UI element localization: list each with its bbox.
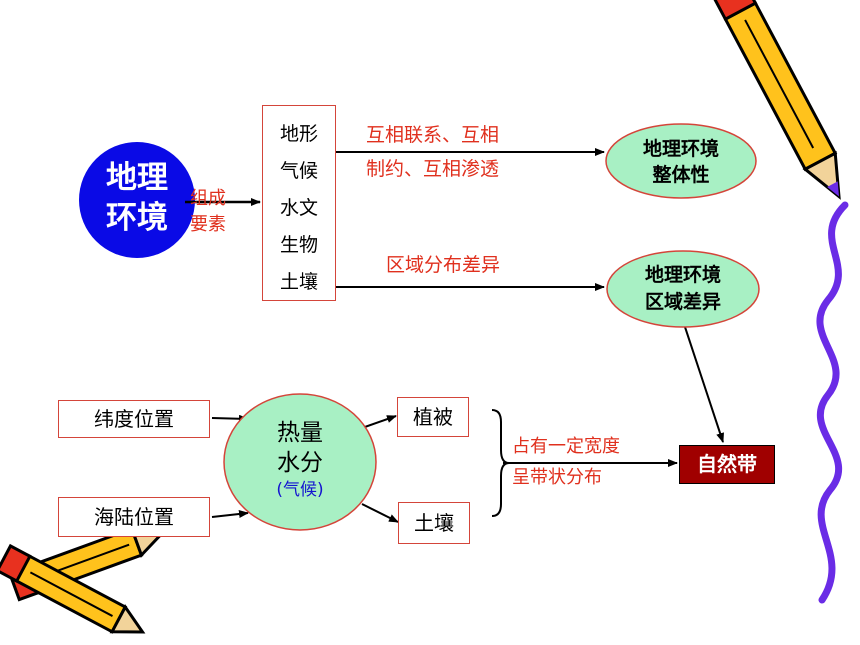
central-circle	[79, 142, 195, 258]
element-climate: 气候	[279, 160, 318, 182]
ellipse-regional	[606, 250, 760, 328]
heat-line1: 热量	[277, 420, 323, 446]
curly-brace	[491, 409, 510, 517]
sealand-text: 海陆位置	[94, 505, 174, 529]
whole-line2: 整体性	[652, 164, 710, 186]
heat-line2: 水分	[277, 450, 323, 476]
regional-line1: 地理环境	[644, 264, 721, 286]
arrow-sealand	[211, 510, 249, 518]
compose-line2: 要素	[190, 214, 226, 235]
vegetation-box: 植被	[397, 397, 469, 437]
latitude-box: 纬度位置	[58, 400, 210, 438]
sealand-box: 海陆位置	[58, 497, 210, 537]
belt-note: 占有一定宽度 呈带状分布	[512, 431, 620, 493]
regional-line2: 区域差异	[644, 291, 721, 313]
arrow-soil	[361, 503, 399, 523]
pencils-icon	[0, 526, 167, 634]
natural-belt-box: 自然带	[679, 445, 775, 484]
heat-line3: (气候)	[276, 480, 324, 500]
pencil-icon	[709, 0, 841, 200]
relation-top-label: 互相联系、互相 制约、互相渗透	[366, 118, 499, 186]
vegetation-text: 植被	[413, 405, 453, 429]
wave-decoration	[816, 201, 849, 604]
natural-belt-text: 自然带	[697, 452, 757, 476]
arrow-to-belt-diagonal	[684, 326, 724, 443]
belt-note-line2: 呈带状分布	[512, 467, 602, 488]
regional-label: 地理环境 区域差异	[607, 262, 759, 316]
element-soil: 土壤	[279, 271, 318, 293]
central-line1: 地理	[106, 160, 168, 196]
relation-top-line2: 制约、互相渗透	[366, 158, 500, 180]
element-terrain: 地形	[279, 123, 318, 145]
soil-box: 土壤	[398, 502, 470, 544]
compose-label: 组成 要素	[190, 186, 226, 238]
element-biology: 生物	[279, 234, 318, 256]
relation-top-line1: 互相联系、互相	[366, 124, 500, 146]
central-label: 地理 环境	[79, 158, 195, 238]
central-line2: 环境	[106, 200, 168, 236]
ellipse-heat	[223, 393, 377, 531]
elements-box: 地形 气候 水文 生物 土壤	[262, 105, 336, 301]
heat-label: 热量 水分 (气候)	[224, 418, 376, 502]
whole-line1: 地理环境	[642, 138, 719, 160]
element-hydrology: 水文	[279, 197, 318, 219]
latitude-text: 纬度位置	[94, 407, 174, 431]
belt-note-line1: 占有一定宽度	[512, 436, 620, 457]
arrow-vegetation	[361, 415, 397, 429]
whole-label: 地理环境 整体性	[606, 136, 756, 188]
compose-line1: 组成	[190, 188, 226, 209]
ellipse-whole	[605, 123, 757, 199]
relation-mid-label: 区域分布差异	[386, 254, 501, 276]
soil-text: 土壤	[414, 511, 454, 535]
